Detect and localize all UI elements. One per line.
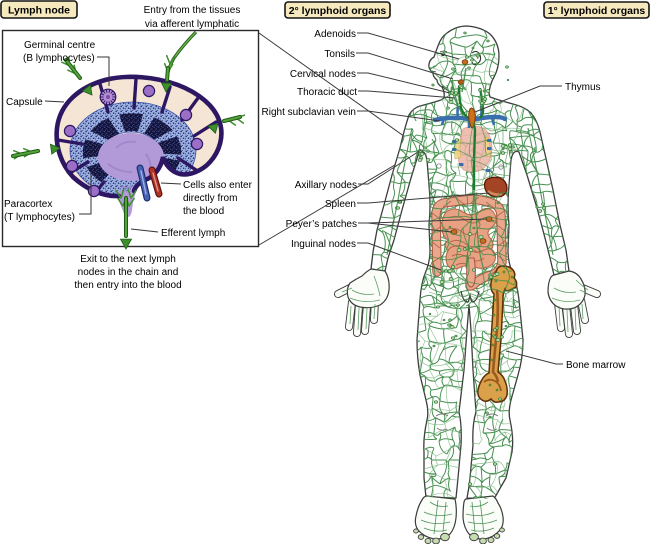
svg-text:Bone marrow: Bone marrow	[566, 360, 626, 371]
svg-text:Germinal centre: Germinal centre	[24, 40, 96, 51]
svg-text:Tonsils: Tonsils	[324, 49, 355, 60]
svg-text:nodes in the chain and: nodes in the chain and	[78, 267, 179, 278]
svg-text:Axillary nodes: Axillary nodes	[295, 180, 357, 191]
svg-text:Cervical nodes: Cervical nodes	[290, 69, 356, 80]
svg-text:the blood: the blood	[183, 206, 224, 217]
svg-text:Right subclavian vein: Right subclavian vein	[262, 107, 357, 118]
svg-text:Thymus: Thymus	[565, 82, 601, 93]
svg-text:Spleen: Spleen	[325, 199, 356, 210]
svg-text:(T lymphocytes): (T lymphocytes)	[4, 212, 75, 223]
svg-text:Lymph node: Lymph node	[8, 4, 70, 16]
svg-text:via afferent lymphatic: via afferent lymphatic	[145, 19, 239, 30]
svg-text:Adenoids: Adenoids	[314, 29, 356, 40]
svg-text:Exit to the next lymph: Exit to the next lymph	[80, 254, 176, 265]
svg-text:Capsule: Capsule	[6, 97, 43, 108]
svg-text:Efferent lymph: Efferent lymph	[161, 228, 225, 239]
svg-text:1° lymphoid organs: 1° lymphoid organs	[548, 5, 646, 17]
svg-text:Cells also enter: Cells also enter	[183, 180, 253, 191]
svg-text:then entry into the blood: then entry into the blood	[74, 280, 181, 291]
svg-text:Entry from the tissues: Entry from the tissues	[144, 5, 241, 16]
svg-text:Paracortex: Paracortex	[4, 199, 52, 210]
svg-text:Thoracic duct: Thoracic duct	[297, 87, 357, 98]
svg-text:(B lymphocytes): (B lymphocytes)	[23, 53, 95, 64]
svg-text:2° lymphoid organs: 2° lymphoid organs	[289, 5, 387, 17]
svg-text:Inguinal nodes: Inguinal nodes	[291, 239, 356, 250]
svg-text:Peyer’s patches: Peyer’s patches	[286, 219, 357, 230]
svg-text:directly from: directly from	[183, 193, 237, 204]
